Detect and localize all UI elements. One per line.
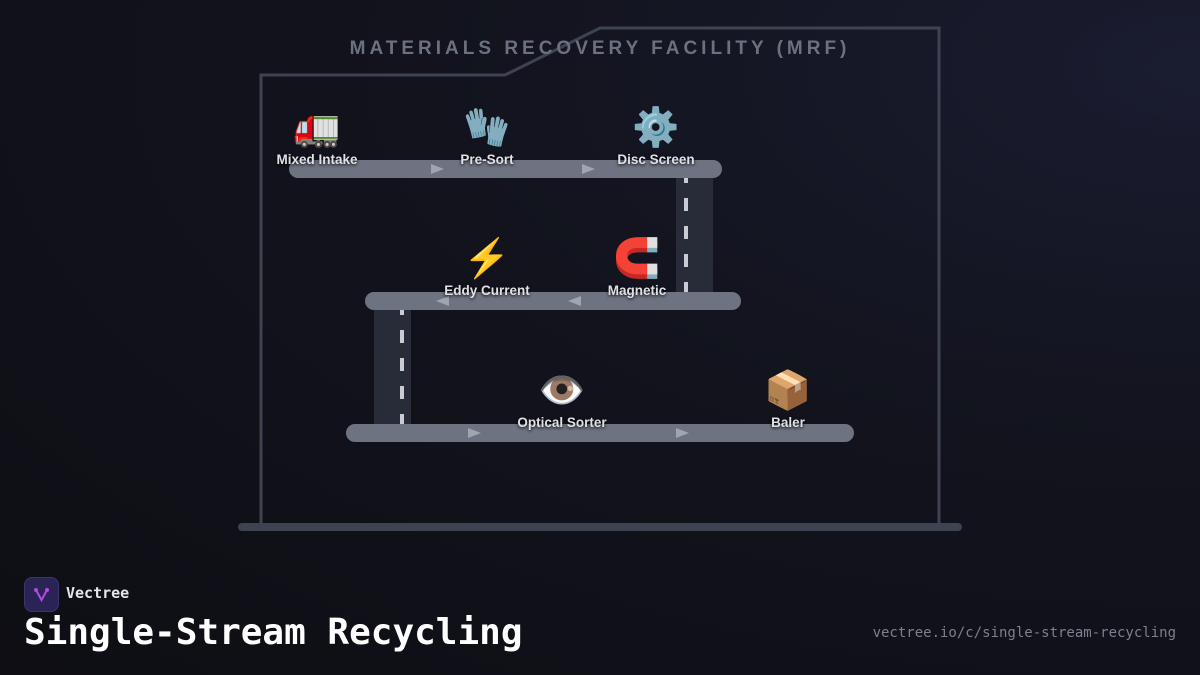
package-icon: 📦 (764, 370, 812, 412)
station-label: Optical Sorter (517, 415, 607, 430)
lightning-icon: ⚡ (463, 238, 511, 280)
arrow-right-icon (582, 164, 595, 174)
gloves-icon: 🧤 (463, 107, 511, 149)
diagram-title: MATERIALS RECOVERY FACILITY (MRF) (349, 38, 851, 59)
arrow-right-icon (676, 428, 689, 438)
station-label: Eddy Current (444, 283, 530, 298)
station-baler: 📦 Baler (718, 369, 858, 430)
gear-icon: ⚙️ (632, 107, 680, 149)
source-url: vectree.io/c/single-stream-recycling (872, 625, 1176, 641)
arrow-right-icon (468, 428, 481, 438)
station-label: Disc Screen (617, 152, 695, 167)
station-pre-sort: 🧤 Pre-Sort (417, 106, 557, 167)
chute-right (676, 170, 713, 295)
arrow-left-icon (568, 296, 581, 306)
station-label: Magnetic (607, 283, 667, 298)
chute-left (374, 302, 411, 427)
conveyor-belt-1 (289, 160, 722, 178)
arrow-left-icon (436, 296, 449, 306)
truck-icon: 🚛 (293, 107, 341, 149)
station-label: Mixed Intake (276, 152, 358, 167)
station-eddy-current: ⚡ Eddy Current (417, 237, 557, 298)
station-label: Baler (771, 415, 805, 430)
page-heading: Single-Stream Recycling (24, 612, 523, 653)
station-optical-sorter: 👁️ Optical Sorter (492, 369, 632, 430)
arrow-right-icon (431, 164, 444, 174)
station-label: Pre-Sort (460, 152, 514, 167)
conveyor-belt-2 (365, 292, 741, 310)
station-mixed-intake: 🚛 Mixed Intake (247, 106, 387, 167)
eye-icon: 👁️ (538, 370, 586, 412)
vectree-logo-icon (24, 577, 59, 612)
station-disc-screen: ⚙️ Disc Screen (586, 106, 726, 167)
brand-name: Vectree (66, 584, 130, 602)
station-magnetic: 🧲 Magnetic (567, 237, 707, 298)
magnet-icon: 🧲 (613, 238, 661, 280)
